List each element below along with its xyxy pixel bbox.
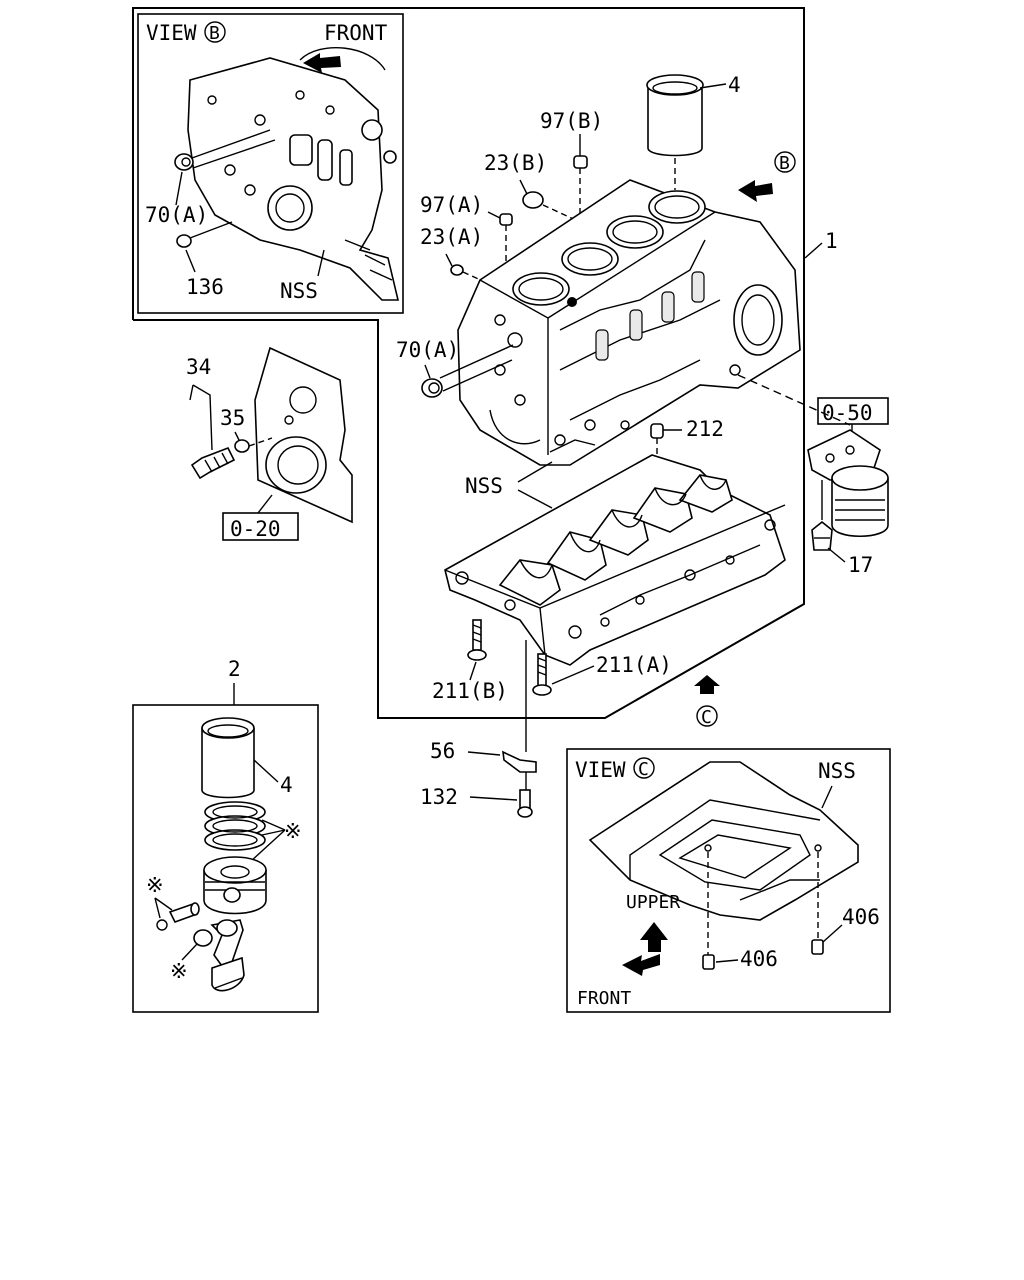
callout-132: 132: [420, 785, 458, 809]
view-c-prefix: VIEW: [575, 758, 626, 782]
cylinder-liner-part-4: 4: [646, 73, 741, 190]
arrow-c-letter: C: [701, 707, 712, 728]
front-arrow-c-icon: [622, 954, 660, 976]
oil-filter-assembly: 0-50 17: [807, 397, 889, 577]
front-plate-gasket: 0-20: [222, 346, 353, 541]
callout-4-piston: 4: [280, 773, 293, 797]
callout-2: 2: [228, 657, 241, 681]
small-plugs-upper: 97(B) 23(B) 97(A) 23(A): [420, 109, 603, 283]
star-marker-pin: ※: [146, 873, 164, 897]
ref-0-50: 0-50: [822, 401, 873, 425]
callout-97a: 97(A): [420, 193, 483, 217]
callout-35: 35: [220, 406, 245, 430]
view-c-callout-406-right: 406: [842, 905, 880, 929]
crankcase-lower: [444, 454, 786, 666]
view-b-prefix: VIEW: [146, 21, 197, 45]
view-b-front-label: FRONT: [324, 21, 388, 45]
front-arrow-icon: [303, 53, 341, 73]
callout-23b: 23(B): [484, 151, 547, 175]
callout-211a: 211(A): [596, 653, 672, 677]
callout-4-top: 4: [728, 73, 741, 97]
bracket-56-bolt-132: 56 132: [420, 640, 537, 818]
view-b-direction-arrow-icon: [738, 180, 773, 202]
arrow-b-letter: B: [779, 153, 790, 174]
dowel-212: [650, 423, 664, 439]
view-c-panel: VIEW C NSS UPPER FRONT 406 406: [566, 748, 891, 1013]
view-c-nss: NSS: [818, 759, 856, 783]
view-b-callout-nss: NSS: [280, 279, 318, 303]
view-b-panel: VIEW B FRONT 70(A) 136 NSS: [137, 13, 404, 314]
bolts-211: 211(B) 211(A): [432, 619, 672, 703]
view-b-callout-70a: 70(A): [145, 203, 208, 227]
callout-56: 56: [430, 739, 455, 763]
piston-assembly-panel: 2 4 ※ ※ ※: [132, 657, 319, 1013]
view-c-upper-label: UPPER: [626, 892, 680, 913]
star-marker-bushing: ※: [170, 959, 188, 983]
ref-0-20: 0-20: [230, 517, 281, 541]
callout-211b: 211(B): [432, 679, 508, 703]
upper-arrow-icon: [640, 922, 668, 952]
callout-212: 212: [686, 417, 724, 441]
main-assembly-frame: [132, 7, 805, 719]
view-c-direction-arrow-icon: [694, 675, 720, 694]
cylinder-block-upper: [457, 179, 851, 466]
view-b-callout-136: 136: [186, 275, 224, 299]
callout-17: 17: [848, 553, 873, 577]
callout-23a: 23(A): [420, 225, 483, 249]
view-c-callout-406-left: 406: [740, 947, 778, 971]
callout-1: 1: [825, 229, 838, 253]
bolt-and-washer-34-35: 34 35: [186, 355, 273, 480]
callout-34: 34: [186, 355, 211, 379]
callout-70a: 70(A): [396, 338, 459, 362]
view-b-letter: B: [209, 23, 220, 44]
callout-nss: NSS: [465, 474, 503, 498]
view-c-letter: C: [638, 759, 649, 780]
star-marker-rings: ※: [284, 819, 302, 843]
view-c-front-label: FRONT: [577, 988, 631, 1009]
callout-97b: 97(B): [540, 109, 603, 133]
